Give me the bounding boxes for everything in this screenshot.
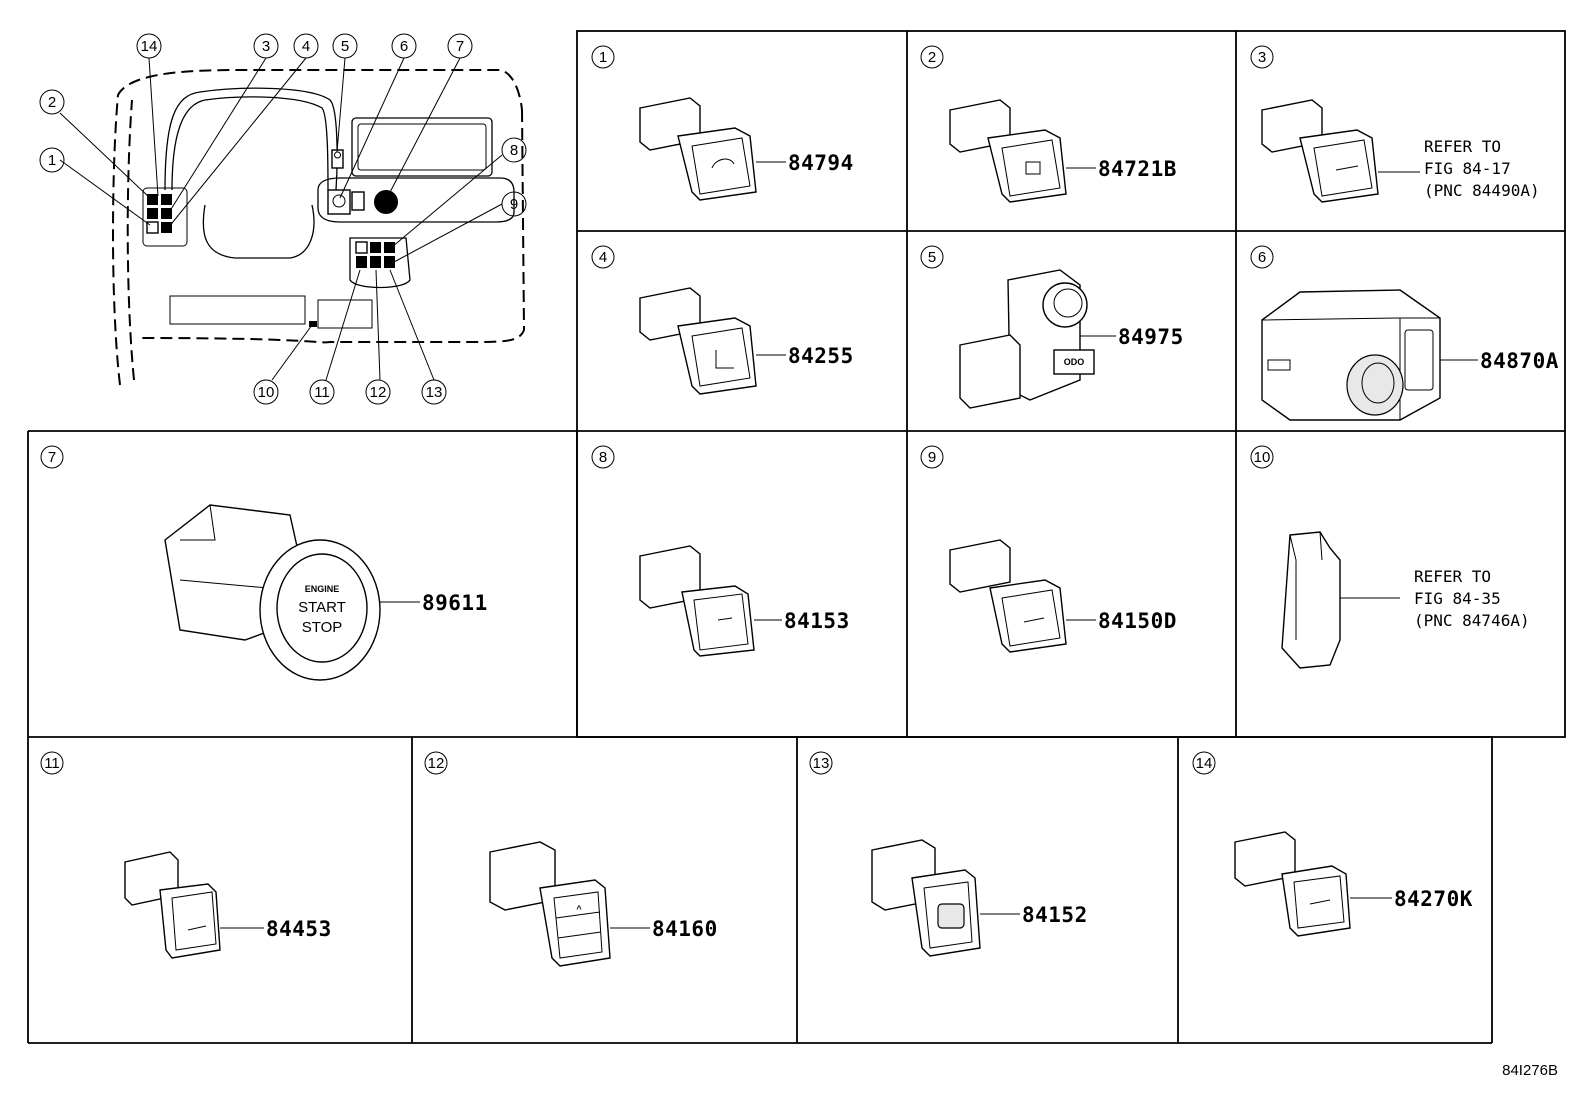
switch-84721B [949, 99, 1067, 203]
panel-3-refer-1: REFER TO [1424, 137, 1501, 156]
panel-6-index: 6 [1258, 249, 1266, 266]
switch-84453 [124, 851, 221, 959]
callout-4-num: 4 [302, 38, 310, 55]
dashboard-overview [112, 69, 526, 386]
callout-1: 1 [39, 147, 65, 173]
panel-5-part: 84975 [1118, 325, 1184, 349]
panel-1-part: 84794 [788, 151, 854, 175]
panel-8-index: 8 [599, 449, 607, 466]
panel-14: 14 84270K [1192, 751, 1473, 937]
callout-2-num: 2 [48, 94, 56, 111]
callout-6: 6 [391, 33, 417, 59]
panel-13: 13 84152 [809, 751, 1088, 957]
callout-11-num: 11 [314, 384, 330, 401]
panel-10: 10 REFER TO FIG 84-35 (PNC 84746A) [1250, 445, 1530, 669]
panel-8: 8 84153 [591, 445, 850, 657]
callout-9: 9 [501, 191, 527, 217]
panel-3-index: 3 [1258, 49, 1266, 66]
panel-9-index: 9 [928, 449, 936, 466]
panel-11: 11 84453 [40, 751, 332, 959]
switch-84150D [949, 539, 1067, 653]
callout-8: 8 [501, 137, 527, 163]
callout-14-num: 14 [141, 38, 158, 55]
panel-5-index: 5 [928, 249, 936, 266]
callout-9-num: 9 [510, 196, 518, 213]
start-stop-label-1: ENGINE [305, 584, 340, 594]
callout-5: 5 [332, 33, 358, 59]
overview-callouts: 1 2 3 4 5 6 7 8 9 10 11 12 13 14 [39, 33, 527, 405]
panel-9: 9 84150D [920, 445, 1177, 653]
panel-6: 6 84870A [1250, 245, 1559, 421]
overview-leaders [59, 57, 503, 381]
callout-14: 14 [136, 33, 162, 59]
switch-84160: ^ [489, 841, 611, 967]
panel-1: 1 84794 [591, 45, 854, 201]
switch-84490A [1261, 99, 1379, 203]
panel-6-part: 84870A [1480, 349, 1559, 373]
callout-6-num: 6 [400, 38, 408, 55]
callout-4: 4 [293, 33, 319, 59]
panel-3-refer-2: FIG 84-17 [1424, 159, 1511, 178]
switch-84746A [1281, 531, 1341, 669]
callout-7-num: 7 [456, 38, 464, 55]
switch-84160-up-arrow: ^ [576, 904, 582, 914]
callout-11: 11 [309, 379, 335, 405]
callout-13-num: 13 [426, 384, 443, 401]
panel-12-index: 12 [428, 755, 445, 772]
panel-3: 3 REFER TO FIG 84-17 (PNC 84490A) [1250, 45, 1540, 203]
panel-3-refer-3: (PNC 84490A) [1424, 181, 1540, 200]
panel-9-part: 84150D [1098, 609, 1177, 633]
panel-13-part: 84152 [1022, 903, 1088, 927]
panel-4-part: 84255 [788, 344, 854, 368]
panel-1-index: 1 [599, 49, 607, 66]
panel-8-part: 84153 [784, 609, 850, 633]
panel-2: 2 84721B [920, 45, 1177, 203]
panel-14-index: 14 [1196, 755, 1213, 772]
panel-7-part: 89611 [422, 591, 488, 615]
panel-11-index: 11 [44, 755, 60, 772]
switch-84794 [639, 97, 757, 201]
callout-5-num: 5 [341, 38, 349, 55]
switch-84270K [1234, 831, 1351, 937]
panel-13-index: 13 [813, 755, 830, 772]
callout-2: 2 [39, 89, 65, 115]
panel-10-refer-3: (PNC 84746A) [1414, 611, 1530, 630]
callout-3: 3 [253, 33, 279, 59]
start-stop-label-2: START [298, 599, 346, 616]
callout-13: 13 [421, 379, 447, 405]
switch-84255 [639, 287, 757, 395]
switch-84870A [1261, 289, 1441, 421]
callout-7: 7 [447, 33, 473, 59]
callout-10-num: 10 [258, 384, 275, 401]
callout-1-num: 1 [48, 152, 56, 169]
panel-12-part: 84160 [652, 917, 718, 941]
switch-84975: ODO [959, 269, 1095, 409]
switch-84153 [639, 545, 755, 657]
panel-10-refer-1: REFER TO [1414, 567, 1491, 586]
panel-2-index: 2 [928, 49, 936, 66]
callout-12-num: 12 [370, 384, 387, 401]
panel-12: 12 ^ 84160 [424, 751, 718, 967]
panel-7-index: 7 [48, 449, 56, 466]
callout-12: 12 [365, 379, 391, 405]
panel-2-part: 84721B [1098, 157, 1177, 181]
panel-10-index: 10 [1254, 449, 1271, 466]
panel-grid [27, 30, 1566, 1044]
callout-10: 10 [253, 379, 279, 405]
start-stop-label-3: STOP [302, 619, 343, 636]
panel-7: 7 ENGINE START STOP 89611 [40, 445, 488, 681]
panel-10-refer-2: FIG 84-35 [1414, 589, 1501, 608]
callout-8-num: 8 [510, 142, 518, 159]
start-stop-button-89611: ENGINE START STOP [164, 504, 381, 681]
callout-3-num: 3 [262, 38, 270, 55]
drawing-code: 84I276B [1502, 1062, 1558, 1079]
panel-5: 5 ODO 84975 [920, 245, 1184, 409]
panel-11-part: 84453 [266, 917, 332, 941]
panel-14-part: 84270K [1394, 887, 1473, 911]
panel-4: 4 84255 [591, 245, 854, 395]
panel-5-odo-text: ODO [1064, 357, 1085, 367]
switch-84152 [871, 839, 981, 957]
panel-4-index: 4 [599, 249, 607, 266]
